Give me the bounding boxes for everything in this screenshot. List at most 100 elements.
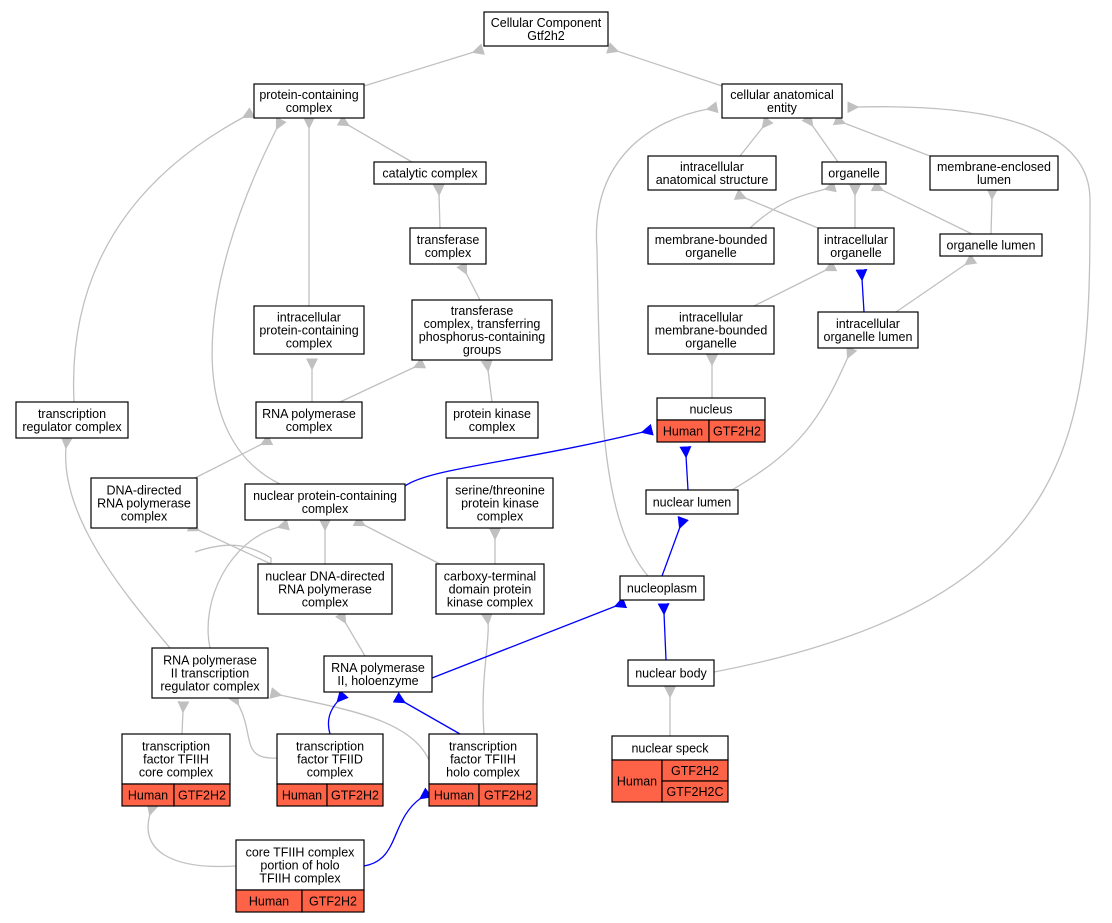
node-catalytic-complex[interactable]: catalytic complex	[373, 161, 487, 185]
node-label-line: carboxy-terminal	[444, 570, 536, 584]
node-label-line: factor TFIIH	[450, 753, 516, 767]
node-label-line: nucleus	[689, 403, 732, 417]
node-label-line: factor TFIID	[297, 753, 363, 767]
node-label-line: regulator complex	[22, 420, 122, 434]
node-label-line: domain protein	[449, 583, 532, 597]
edge-rna-polymerase-complex-to-transferase-complex-phosphorus	[339, 357, 427, 403]
node-label-line: RNA polymerase	[262, 407, 356, 421]
node-label-line: entity	[767, 101, 798, 115]
node-nuclear-lumen[interactable]: nuclear lumen	[645, 489, 739, 515]
node-label-line: kinase complex	[447, 596, 534, 610]
edge-tfiid-complex-to-rna-polymerase-ii-transcription-regulator-complex	[269, 687, 430, 761]
node-label-line: membrane-bounded	[655, 233, 768, 247]
node-label-line: organelle lumen	[947, 239, 1036, 253]
node-label-line: intracellular	[680, 160, 744, 174]
edge-dna-directed-rna-polymerase-complex-to-rna-polymerase-complex	[195, 530, 272, 565]
edge-intracellular-anatomical-structure-to-cellular-anatomical-entity	[801, 113, 839, 163]
annotation-species: Human	[282, 789, 322, 803]
node-organelle[interactable]: organelle	[821, 161, 887, 185]
node-label-line: organelle lumen	[824, 330, 913, 344]
edge-cellular-anatomical-entity-to-cellular-component-gtf2h2	[605, 42, 723, 87]
node-label-line: portion of holo	[260, 859, 339, 873]
node-nuclear-body[interactable]: nuclear body	[627, 659, 715, 687]
annotation-gene: GTF2H2	[331, 789, 379, 803]
node-label-line: complex, transferring	[424, 317, 541, 331]
node-label-line: regulator complex	[160, 680, 260, 694]
node-label-line: serine/threonine	[455, 484, 545, 498]
node-label-line: anatomical structure	[656, 173, 769, 187]
edge-organelle-lumen-to-membrane-enclosed-lumen	[753, 260, 838, 307]
annotation-table: Human GTF2H2	[276, 783, 384, 807]
node-label-line: RNA polymerase	[163, 654, 257, 668]
node-label-line: organelle	[830, 246, 881, 260]
edge-catalytic-complex-to-protein-containing-complex	[336, 115, 413, 163]
annotation-gene: GTF2H2C	[667, 785, 724, 799]
edge-rna-polymerase-ii-transcription-regulator-complex-to-transcription-regulator-complex	[207, 518, 290, 649]
edge-intracellular-organelle-to-organelle	[986, 188, 999, 235]
node-label-line: groups	[463, 343, 501, 357]
edge-intracellular-organelle-lumen-to-intracellular-organelle	[679, 446, 692, 491]
edge-serine-threonine-protein-kinase-complex-to-protein-kinase-complex	[194, 434, 274, 479]
edge-tfiih-holo-complex-to-carboxy-terminal-domain-protein-kinase-complex	[146, 803, 237, 868]
node-label-line: complex	[286, 101, 333, 115]
annotation-species: Human	[434, 789, 474, 803]
node-label-line: nuclear speck	[631, 742, 709, 756]
edge-protein-kinase-complex-to-transferase-complex-phosphorus	[480, 359, 493, 403]
node-label-line: protein-containing	[259, 88, 358, 102]
edge-nuclear-protein-containing-complex-to-nucleus	[661, 515, 689, 577]
node-label-line: protein kinase	[461, 497, 539, 511]
edge-nucleoplasm-to-nuclear-lumen	[657, 603, 670, 661]
node-label-line: complex	[121, 510, 168, 524]
node-label-line: Gtf2h2	[527, 29, 565, 43]
node-label-line: nucleoplasm	[627, 582, 697, 596]
node-label-line: organelle	[685, 246, 736, 260]
annotation-gene: GTF2H2	[713, 425, 761, 439]
edge-nucleoplasm-to-cellular-anatomical-entity	[713, 101, 1091, 673]
edge-transferase-complex-to-catalytic-complex	[432, 184, 445, 229]
node-label-line: II transcription	[171, 667, 250, 681]
node-organelle-lumen[interactable]: organelle lumen	[939, 233, 1043, 257]
edge-carboxy-terminal-domain-protein-kinase-complex-to-nuclear-protein-containing-complex	[352, 515, 441, 565]
edge-nuclear-body-to-cellular-anatomical-entity	[749, 180, 837, 229]
edge-protein-containing-complex-to-cellular-component-gtf2h2	[363, 43, 485, 87]
node-label-line: protein-containing	[259, 324, 358, 338]
node-nucleoplasm[interactable]: nucleoplasm	[619, 575, 705, 601]
edge-nuclear-protein-containing-complex-to-protein-containing-complex	[211, 116, 287, 485]
edge-transcription-regulator-complex-to-protein-containing-complex	[72, 107, 256, 403]
node-label-line: complex	[307, 766, 354, 780]
edge-intracellular-organelle-to-intracellular-anatomical-structure	[855, 269, 868, 313]
node-label-line: organelle	[828, 167, 879, 181]
annotation-species: Human	[663, 425, 703, 439]
